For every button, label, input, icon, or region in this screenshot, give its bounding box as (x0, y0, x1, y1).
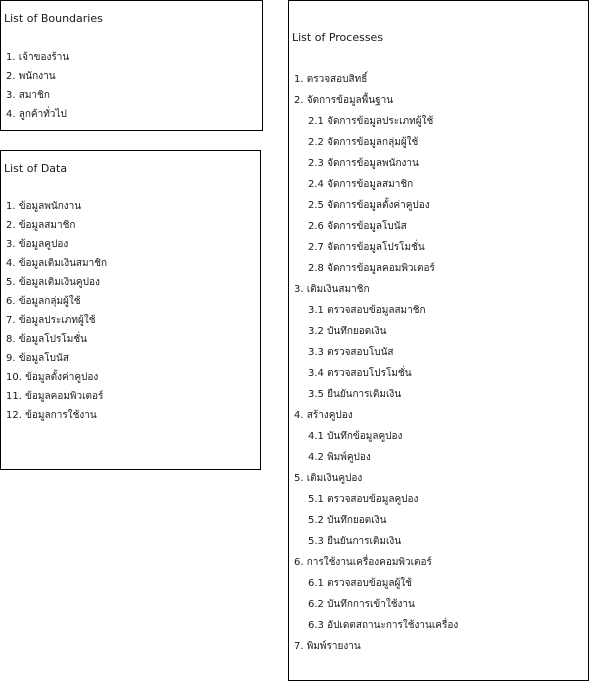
process-item: 6.3 อัปเดตสถานะการใช้งานเครื่อง (308, 620, 459, 631)
process-item: 3.1 ตรวจสอบข้อมูลสมาชิก (308, 305, 426, 316)
data-item: 4. ข้อมูลเติมเงินสมาชิก (6, 258, 108, 269)
data-panel: List of Data 1. ข้อมูลพนักงาน 2. ข้อมูลสม… (0, 150, 261, 470)
process-item: 2.4 จัดการข้อมูลสมาชิก (308, 179, 414, 190)
data-item: 10. ข้อมูลตั้งค่าคูปอง (6, 372, 99, 383)
process-item: 6. การใช้งานเครื่องคอมพิวเตอร์ (294, 557, 432, 568)
boundaries-panel: List of Boundaries 1. เจ้าของร้าน 2. พนัก… (0, 0, 263, 131)
process-item: 2. จัดการข้อมูลพื้นฐาน (294, 95, 394, 106)
data-item: 3. ข้อมูลคูปอง (6, 239, 69, 250)
process-item: 2.7 จัดการข้อมูลโปรโมชั่น (308, 242, 425, 253)
process-item: 2.3 จัดการข้อมูลพนักงาน (308, 158, 419, 169)
process-item: 4.1 บันทึกข้อมูลคูปอง (308, 431, 403, 442)
process-item: 3.5 ยืนยันการเติมเงิน (308, 389, 402, 400)
process-item: 2.2 จัดการข้อมูลกลุ่มผู้ใช้ (308, 137, 419, 148)
process-item: 2.6 จัดการข้อมูลโบนัส (308, 221, 407, 232)
process-item: 3.3 ตรวจสอบโบนัส (308, 347, 394, 358)
processes-title: List of Processes (292, 31, 384, 44)
process-item: 7. พิมพ์รายงาน (294, 641, 361, 652)
process-item: 1. ตรวจสอบสิทธิ์ (294, 74, 368, 85)
data-title: List of Data (4, 162, 68, 175)
boundary-item: 2. พนักงาน (6, 71, 56, 82)
data-item: 11. ข้อมูลคอมพิวเตอร์ (6, 391, 104, 402)
process-item: 3. เติมเงินสมาชิก (294, 284, 370, 295)
process-item: 5.1 ตรวจสอบข้อมูลคูปอง (308, 494, 419, 505)
process-item: 2.8 จัดการข้อมูลคอมพิวเตอร์ (308, 263, 435, 274)
boundary-item: 4. ลูกค้าทั่วไป (6, 109, 67, 120)
data-item: 6. ข้อมูลกลุ่มผู้ใช้ (6, 296, 81, 307)
process-item: 5.3 ยืนยันการเติมเงิน (308, 536, 402, 547)
data-item: 8. ข้อมูลโปรโมชั่น (6, 334, 87, 345)
process-item: 6.1 ตรวจสอบข้อมูลผู้ใช้ (308, 578, 412, 589)
processes-panel: List of Processes 1. ตรวจสอบสิทธิ์ 2. จัด… (288, 0, 589, 681)
boundaries-list: 1. เจ้าของร้าน 2. พนักงาน 3. สมาชิก 4. ลูกค… (6, 48, 69, 124)
process-item: 2.5 จัดการข้อมูลตั้งค่าคูปอง (308, 200, 430, 211)
data-item: 1. ข้อมูลพนักงาน (6, 201, 82, 212)
processes-list: 1. ตรวจสอบสิทธิ์ 2. จัดการข้อมูลพื้นฐาน 2.… (294, 69, 458, 657)
process-item: 6.2 บันทึกการเข้าใช้งาน (308, 599, 415, 610)
process-item: 3.2 บันทึกยอดเงิน (308, 326, 387, 337)
process-item: 5. เติมเงินคูปอง (294, 473, 363, 484)
data-item: 12. ข้อมูลการใช้งาน (6, 410, 97, 421)
data-item: 7. ข้อมูลประเภทผู้ใช้ (6, 315, 96, 326)
process-item: 2.1 จัดการข้อมูลประเภทผู้ใช้ (308, 116, 434, 127)
boundaries-title: List of Boundaries (4, 12, 103, 25)
process-item: 4.2 พิมพ์คูปอง (308, 452, 371, 463)
data-item: 2. ข้อมูลสมาชิก (6, 220, 76, 231)
process-item: 4. สร้างคูปอง (294, 410, 353, 421)
data-list: 1. ข้อมูลพนักงาน 2. ข้อมูลสมาชิก 3. ข้อมูล… (6, 197, 107, 425)
process-item: 5.2 บันทึกยอดเงิน (308, 515, 387, 526)
boundary-item: 3. สมาชิก (6, 90, 50, 101)
boundary-item: 1. เจ้าของร้าน (6, 52, 70, 63)
data-item: 5. ข้อมูลเติมเงินคูปอง (6, 277, 100, 288)
data-item: 9. ข้อมูลโบนัส (6, 353, 69, 364)
process-item: 3.4 ตรวจสอบโปรโมชั่น (308, 368, 412, 379)
